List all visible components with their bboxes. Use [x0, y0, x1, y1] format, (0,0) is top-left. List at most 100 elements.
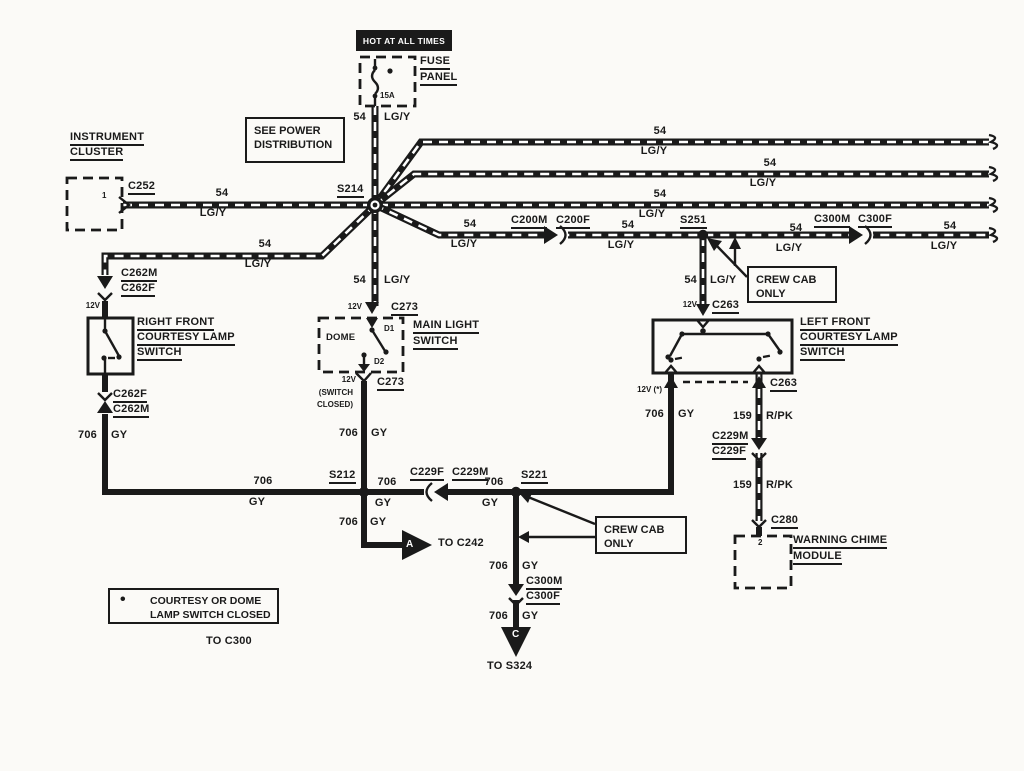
label-c262m-in: C262M [121, 267, 158, 283]
wire-706-a-branch [361, 492, 402, 548]
wire-label-circuit: 54 [684, 274, 697, 286]
left-front-switch-title-3: SWITCH [800, 346, 845, 362]
connector-c262-in-symbol [96, 275, 114, 302]
wire-label-circuit: 706 [489, 610, 508, 622]
label-c262f-out: C262F [113, 388, 148, 404]
wire-label-circuit: 54 [763, 157, 777, 169]
main-light-switch-title-1: MAIN LIGHT [413, 319, 480, 335]
legend-bullet: • [120, 591, 126, 608]
right-front-switch-box [86, 316, 135, 376]
wire-label-circuit: 706 [377, 476, 397, 488]
instrument-cluster-pin: 1 [102, 191, 107, 200]
legend-line1: COURTESY OR DOME [150, 595, 262, 607]
left-front-switch-title-1: LEFT FRONT [800, 316, 871, 332]
warning-chime-box [733, 534, 793, 590]
left-front-switch-12v-bottom: 12V (*) [637, 385, 662, 394]
connector-c280-symbol [751, 519, 767, 536]
see-power-line2: DISTRIBUTION [254, 139, 333, 152]
wire-label-circuit: 54 [215, 187, 229, 199]
wire-label-color: R/PK [766, 410, 794, 422]
warning-chime-title-2: MODULE [793, 550, 842, 566]
wire-label-color: GY [374, 497, 392, 509]
wire-label-color: GY [522, 610, 539, 622]
main-light-switch-dome: DOME [326, 332, 356, 343]
left-front-switch-12v-top: 12V [682, 300, 697, 309]
wire-label-circuit: 54 [943, 220, 957, 232]
left-front-switch-box [651, 318, 794, 375]
label-c229m-right: C229M [712, 430, 749, 446]
arrow-c-to-s324 [501, 627, 531, 657]
right-front-switch-title-3: SWITCH [137, 346, 182, 362]
label-c300m: C300M [814, 213, 851, 229]
label-c263-in: C263 [712, 299, 740, 315]
wire-label-color: GY [371, 427, 388, 439]
wire-label-circuit: 706 [78, 429, 97, 441]
crew-cab-only-note-bottom: CREW CAB ONLY [595, 516, 687, 554]
main-light-switch-d1: D1 [384, 324, 395, 333]
crew-cab-top-leaders [707, 237, 748, 278]
label-c273-in: C273 [391, 301, 419, 317]
label-c262m-out: C262M [113, 403, 150, 419]
closed-switch-dot [387, 68, 393, 74]
label-s221: S221 [521, 469, 548, 485]
to-s324-text: TO S324 [487, 660, 533, 672]
left-front-switch-symbol [664, 319, 783, 374]
label-c229f-mid: C229F [410, 466, 445, 482]
connector-c300-symbol [849, 225, 873, 245]
wire-label-color: LG/Y [710, 274, 737, 286]
main-light-switch-12v-bottom: 12V [341, 375, 356, 384]
wire-label-circuit: 54 [621, 219, 635, 231]
wire-label-circuit: 706 [253, 475, 273, 487]
connector-c273-in-symbol [365, 302, 379, 314]
wire-label-color: LG/Y [384, 274, 411, 286]
wire-label-circuit: 706 [484, 476, 504, 488]
fuse-panel-title-2: PANEL [420, 71, 458, 87]
wire-54-line4 [373, 201, 989, 239]
label-c300m-bot: C300M [526, 575, 563, 591]
crew-cab-bottom-line2: ONLY [604, 538, 634, 551]
see-power-distribution-note: SEE POWER DISTRIBUTION [245, 117, 345, 163]
wire-label-circuit: 159 [733, 410, 752, 422]
wire-label-circuit: 706 [489, 560, 508, 572]
wire-label-color: LG/Y [749, 177, 777, 189]
wire-label-color: LG/Y [638, 208, 666, 220]
wire-label-circuit: 706 [339, 516, 358, 528]
splice-s221 [510, 486, 522, 498]
hot-at-all-times-banner: HOT AT ALL TIMES [356, 30, 452, 51]
switch-closed-note-1: (SWITCH [318, 388, 353, 397]
crew-cab-only-note-top: CREW CAB ONLY [747, 266, 837, 303]
label-c280: C280 [771, 514, 799, 530]
main-light-switch-title-2: SWITCH [413, 335, 458, 351]
wire-label-color: GY [248, 496, 266, 508]
instrument-cluster-box [65, 176, 124, 232]
label-s251: S251 [680, 214, 707, 230]
right-front-switch-symbol [101, 318, 122, 373]
label-c252: C252 [128, 180, 156, 196]
instrument-cluster-title-2: CLUSTER [70, 146, 124, 162]
wire-54-line1 [372, 138, 989, 208]
arrow-c-letter: C [512, 629, 520, 640]
wire-label-circuit: 54 [353, 274, 366, 286]
label-c229m-mid: C229M [452, 466, 489, 482]
wire-label-circuit: 54 [653, 188, 667, 200]
wire-label-color: LG/Y [640, 145, 668, 157]
left-front-switch-title-2: COURTESY LAMP [800, 331, 898, 347]
crew-cab-bottom-leaders [518, 493, 596, 543]
wire-label-color: LG/Y [775, 242, 803, 254]
wire-label-color: GY [481, 497, 499, 509]
warning-chime-pin: 2 [758, 538, 763, 547]
legend-line2: LAMP SWITCH CLOSED [150, 608, 271, 621]
wire-label-color: LG/Y [450, 238, 478, 250]
wire-label-color: GY [111, 429, 128, 441]
label-s212: S212 [329, 469, 356, 485]
label-c229f-right: C229F [712, 445, 747, 461]
warning-chime-title-1: WARNING CHIME [793, 534, 888, 550]
right-front-switch-title-1: RIGHT FRONT [137, 316, 215, 332]
wire-label-color: R/PK [766, 479, 794, 491]
fuse-panel-box [358, 55, 417, 108]
main-light-switch-12v-top: 12V [347, 302, 362, 311]
connector-c262-out-symbol [96, 392, 114, 414]
main-light-switch-symbol [358, 318, 389, 372]
